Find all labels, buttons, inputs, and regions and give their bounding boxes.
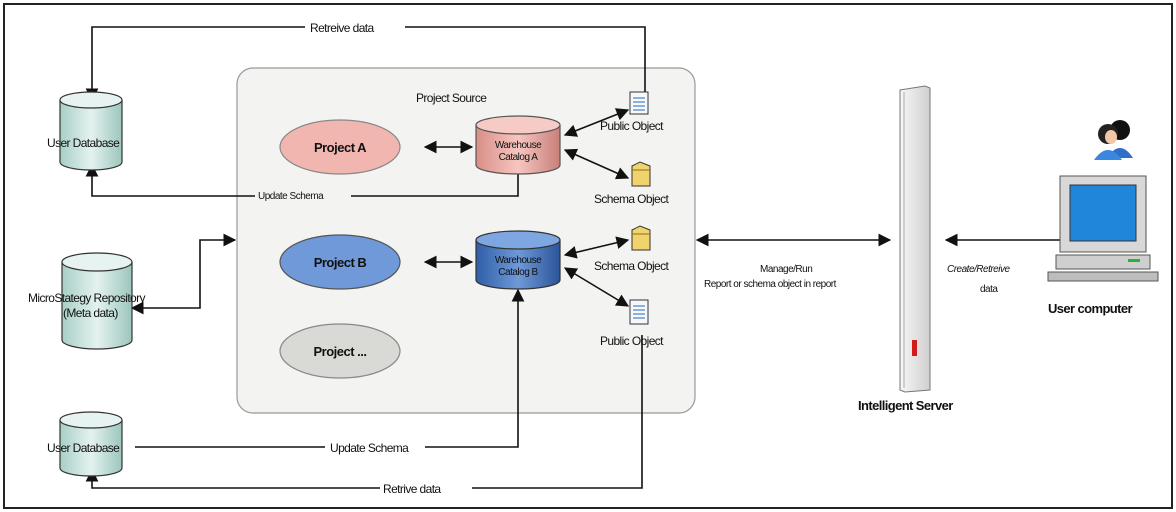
- desktop-computer-icon: [1047, 175, 1159, 282]
- update-schema-bottom-connector: [135, 288, 525, 448]
- public-object-top-label: Public Object: [600, 119, 664, 133]
- schema-object-bottom-label: Schema Object: [594, 259, 670, 273]
- update-schema-top-label: Update Schema: [258, 191, 324, 202]
- schema-object-top-label: Schema Object: [594, 192, 670, 206]
- repository-label: MicroStategy Repository: [28, 291, 146, 305]
- document-icon: [629, 91, 649, 115]
- folder-icon: [631, 225, 651, 251]
- update-schema-bottom-label: Update Schema: [330, 441, 409, 455]
- retrieve-data-bottom-label: Retrive data: [383, 482, 441, 496]
- repository-database: [61, 252, 133, 350]
- folder-icon: [631, 161, 651, 187]
- user-database-bottom-label: User Database: [47, 441, 120, 455]
- project-a-ellipse: [279, 119, 401, 175]
- catalog-b-label: Warehouse: [495, 255, 542, 266]
- project-source-label: Project Source: [416, 91, 487, 105]
- public-object-bottom-label: Public Object: [600, 334, 664, 348]
- project-b-label: Project B: [314, 255, 367, 270]
- user-database-bottom: [59, 411, 123, 477]
- catalog-a-label: Warehouse: [495, 140, 542, 151]
- catalog-b-sublabel: Catalog B: [498, 267, 538, 278]
- user-database-top-label: User Database: [47, 136, 120, 150]
- user-database-top: [59, 91, 123, 171]
- document-icon: [629, 299, 649, 325]
- repository-connector: [130, 233, 237, 315]
- outer-frame: [3, 3, 1173, 509]
- catalog-b-cylinder: [475, 230, 561, 290]
- retrieve-data-bottom-connector: [85, 335, 643, 489]
- project-b-ellipse: [279, 234, 401, 290]
- retrieve-data-top-label: Retreive data: [310, 21, 374, 35]
- manage-run-sublabel: Report or schema object in report: [704, 279, 837, 290]
- project-a-label: Project A: [314, 140, 367, 155]
- server-icon: [899, 85, 931, 393]
- project-more-label: Project ...: [313, 344, 366, 359]
- catalog-a-sublabel: Catalog A: [499, 152, 539, 163]
- user-group-icon: [1094, 120, 1133, 160]
- user-computer-label: User computer: [1048, 301, 1132, 316]
- intelligent-server-label: Intelligent Server: [858, 398, 953, 413]
- manage-run-label: Manage/Run: [760, 264, 812, 275]
- create-retrieve-label: Create/Retreive: [947, 264, 1010, 275]
- catalog-a-cylinder: [475, 115, 561, 175]
- project-more-ellipse: [279, 323, 401, 379]
- repository-sublabel: (Meta data): [63, 306, 118, 320]
- create-retrieve-sublabel: data: [980, 284, 998, 295]
